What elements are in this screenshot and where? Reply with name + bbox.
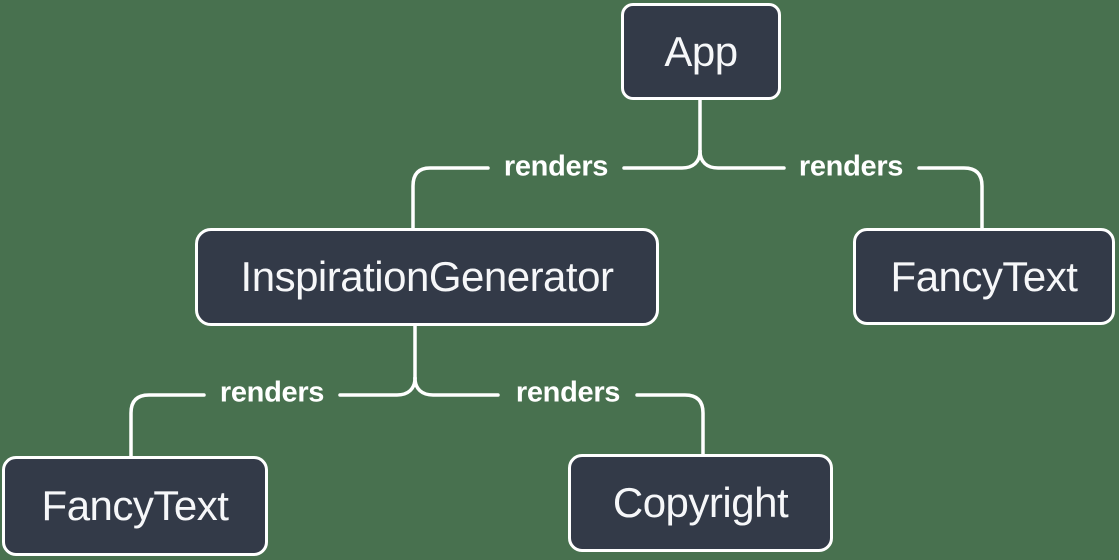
node-fancy-text-bottom: FancyText [2,456,268,556]
node-fancy-text-bottom-label: FancyText [41,482,229,529]
edge-label-app-inspirationgenerator: renders [503,150,609,183]
edge-app-to-inspirationgenerator-line-b [411,166,490,234]
node-copyright-label: Copyright [612,479,789,526]
edge-app-to-inspirationgenerator-line-a [622,149,702,170]
edge-label-inspirationgenerator-copyright: renders [515,376,621,409]
edge-label-app-fancytext: renders [798,150,904,183]
edge-inspirationgenerator-to-copyright-line-b [635,393,705,460]
node-inspiration-generator: InspirationGenerator [195,228,659,326]
edge-label-inspirationgenerator-fancytext: renders [219,376,325,409]
edge-app-to-fancytext-line-a [698,149,786,170]
edge-inspirationgenerator-to-fancytext-line-b [129,393,206,462]
edge-inspirationgenerator-to-copyright-line-a [413,376,500,397]
node-fancy-text-top-label: FancyText [890,252,1078,300]
node-app-label: App [664,27,738,75]
edge-inspirationgenerator-to-fancytext-line-a [338,376,417,397]
edge-app-to-fancytext-line-b [917,166,984,234]
node-inspiration-generator-label: InspirationGenerator [240,253,614,300]
node-fancy-text-top: FancyText [853,228,1115,325]
node-copyright: Copyright [568,454,833,552]
node-app: App [621,3,781,100]
